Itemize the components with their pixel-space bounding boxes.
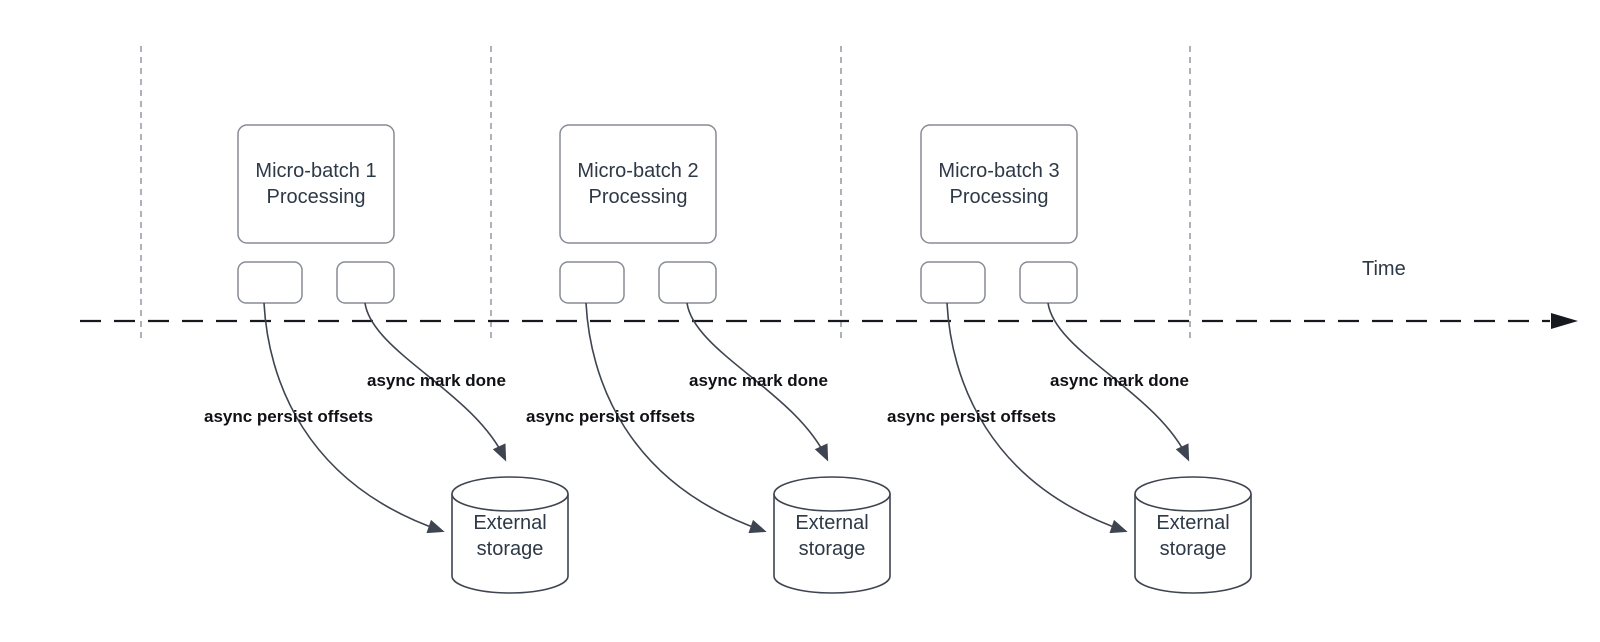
persist-offsets-arrow	[263, 302, 445, 534]
storage-cylinder-body	[1134, 494, 1252, 594]
persist-offsets-task-box	[920, 261, 986, 304]
external-storage-label: External storage	[795, 512, 869, 560]
persist-offsets-task-box	[559, 261, 625, 304]
processing-box	[237, 124, 395, 244]
mark-done-task-box	[1019, 261, 1078, 304]
mark-done-arrow	[364, 302, 507, 462]
processing-box-label: Micro-batch 2 Processing	[577, 160, 699, 208]
persist-offsets-label: async persist offsets	[204, 407, 374, 426]
external-storage-label: External storage	[473, 512, 547, 560]
time-axis-arrowhead-icon	[1551, 313, 1578, 329]
storage-cylinder-top	[451, 476, 569, 512]
mark-done-task-box	[336, 261, 395, 304]
time-axis-label: Time	[1362, 258, 1406, 280]
mark-done-arrow	[1047, 302, 1190, 462]
microbatch-group-2-shapes	[559, 124, 891, 594]
processing-box	[920, 124, 1078, 244]
persist-offsets-task-box	[237, 261, 303, 304]
storage-cylinder-top	[1134, 476, 1252, 512]
processing-box	[559, 124, 717, 244]
mark-done-label: async mark done	[1050, 371, 1189, 390]
persist-offsets-arrow	[946, 302, 1128, 534]
persist-offsets-label: async persist offsets	[887, 407, 1057, 426]
mark-done-label: async mark done	[367, 371, 506, 390]
storage-cylinder-body	[773, 494, 891, 594]
microbatch-group-1-shapes	[237, 124, 569, 594]
processing-box-label: Micro-batch 3 Processing	[938, 160, 1060, 208]
persist-offsets-label: async persist offsets	[526, 407, 696, 426]
mark-done-task-box	[658, 261, 717, 304]
mark-done-arrow	[686, 302, 829, 462]
processing-box-label: Micro-batch 1 Processing	[255, 160, 377, 208]
microbatch-group-3-shapes	[920, 124, 1252, 594]
persist-offsets-arrow	[585, 302, 767, 534]
mark-done-label: async mark done	[689, 371, 828, 390]
storage-cylinder-body	[451, 494, 569, 594]
storage-cylinder-top	[773, 476, 891, 512]
external-storage-label: External storage	[1156, 512, 1230, 560]
